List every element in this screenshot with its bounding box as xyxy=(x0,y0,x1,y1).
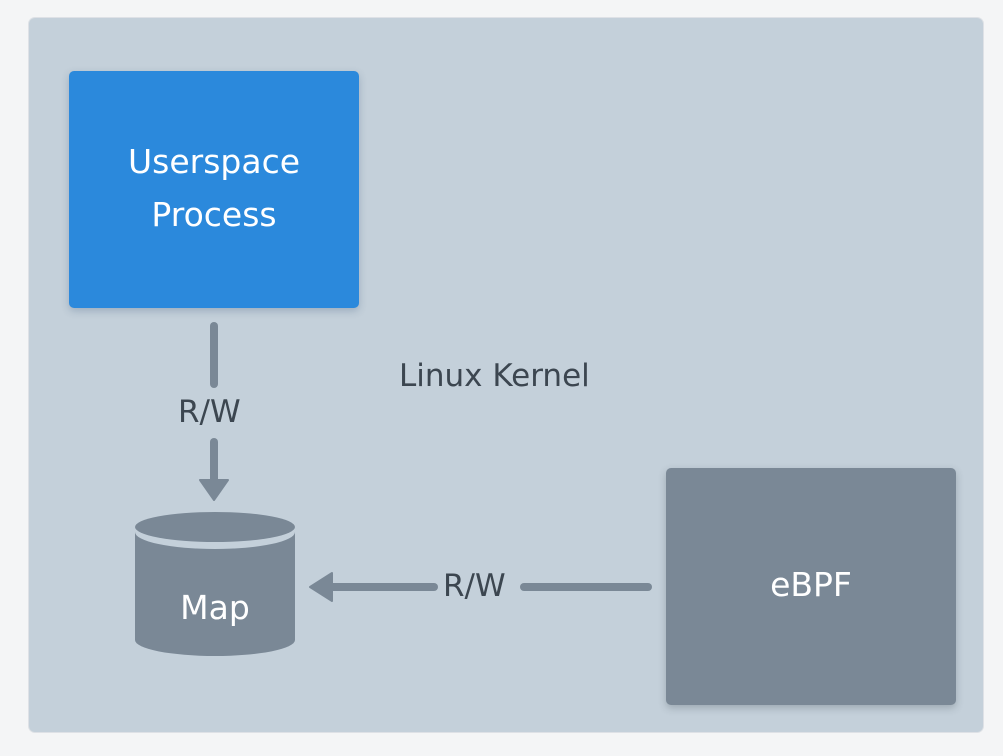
ebpf-node: eBPF xyxy=(666,468,956,705)
ebpf-to-map-arrow xyxy=(309,572,652,602)
linux-kernel-label: Linux Kernel xyxy=(399,358,590,394)
ebpf-label: eBPF xyxy=(770,565,852,604)
userspace-to-map-arrowhead xyxy=(199,479,229,501)
ebpf-to-map-arrowhead xyxy=(309,572,333,602)
userspace-map-edge-label: R/W xyxy=(178,394,241,430)
map-cylinder-body xyxy=(135,532,295,656)
ebpf-map-edge-label: R/W xyxy=(443,568,506,604)
userspace-process-label: Userspace Process xyxy=(127,141,301,234)
map-cylinder xyxy=(135,512,295,656)
userspace-to-map-arrow xyxy=(199,322,229,501)
map-label: Map xyxy=(180,588,250,627)
userspace-process-node: Userspace Process xyxy=(69,71,359,308)
map-cylinder-top xyxy=(135,512,295,542)
